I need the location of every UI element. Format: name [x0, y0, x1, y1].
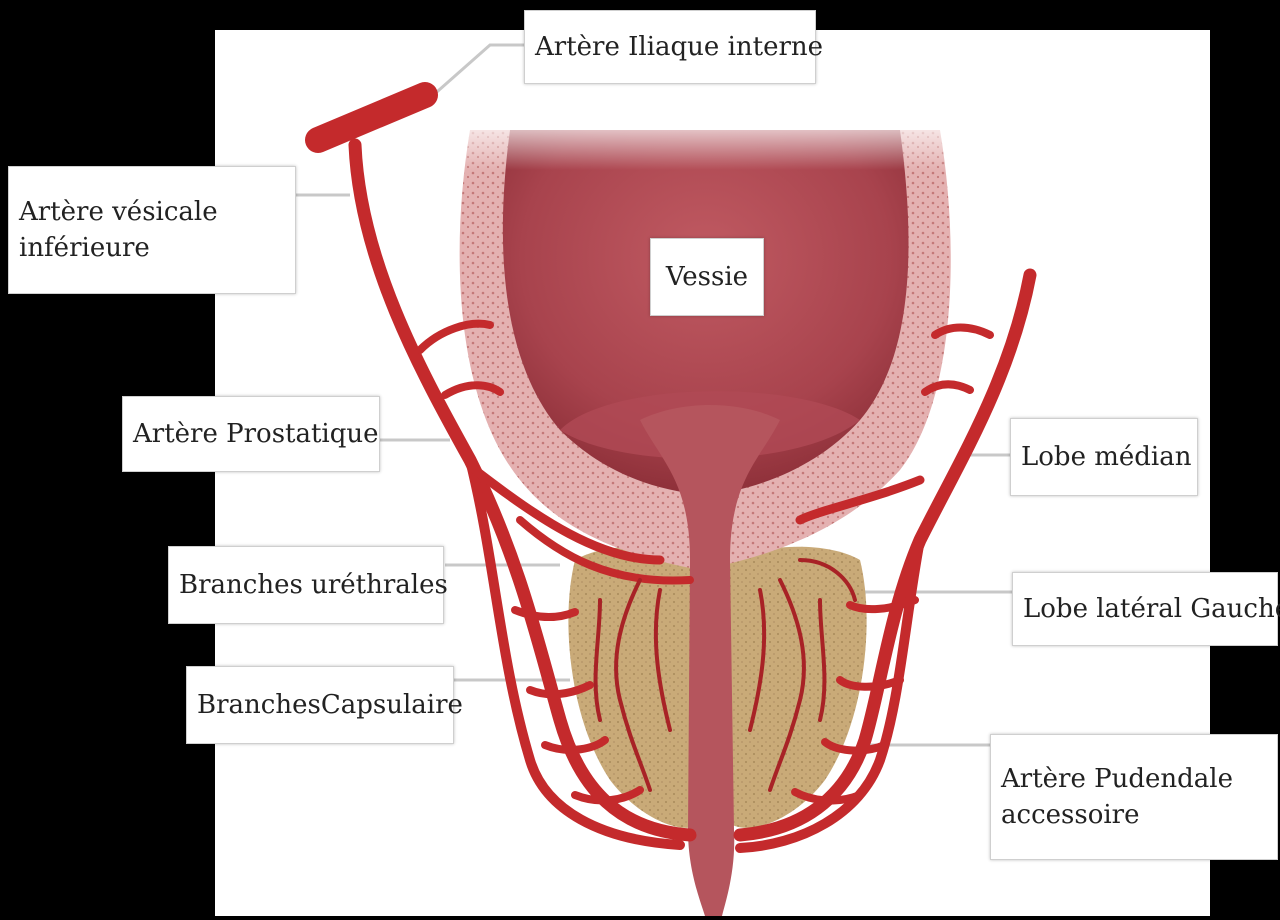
label-median-lobe: Lobe médian	[1010, 418, 1198, 496]
label-text-line1: Artère Pudendale	[1001, 761, 1233, 797]
label-text-line2: inférieure	[19, 230, 150, 266]
label-text: Vessie	[666, 259, 748, 295]
label-prostatic-artery: Artère Prostatique	[122, 396, 380, 472]
label-internal-iliac-artery: Artère Iliaque interne	[524, 10, 816, 84]
label-capsular-branches: BranchesCapsulaire	[186, 666, 454, 744]
label-text-line1: Artère vésicale	[19, 194, 218, 230]
label-accessory-pudendal-artery: Artère Pudendale accessoire	[990, 734, 1278, 860]
label-text: Artère Iliaque interne	[535, 29, 823, 65]
label-text-line2: accessoire	[1001, 797, 1139, 833]
label-left-lateral-lobe: Lobe latéral Gauche	[1012, 572, 1278, 646]
label-inferior-vesical-artery: Artère vésicale inférieure	[8, 166, 296, 294]
label-text: Artère Prostatique	[133, 416, 379, 452]
label-text: Lobe médian	[1021, 439, 1191, 475]
label-bladder: Vessie	[650, 238, 764, 316]
label-text: Lobe latéral Gauche	[1023, 591, 1280, 627]
label-text: Branches uréthrales	[179, 567, 448, 603]
label-text: BranchesCapsulaire	[197, 687, 463, 723]
label-urethral-branches: Branches uréthrales	[168, 546, 444, 624]
